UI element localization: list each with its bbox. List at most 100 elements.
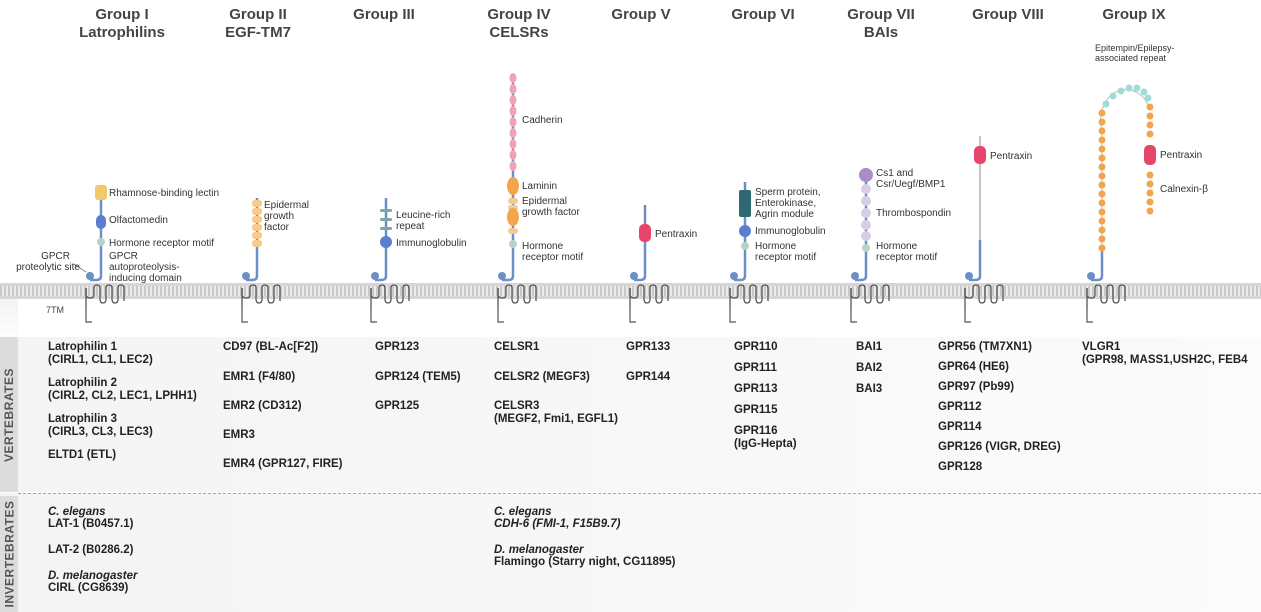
- list-item: (CIRL2, CL2, LEC1, LPHH1): [48, 390, 197, 402]
- invertebrates-section: [0, 493, 1261, 612]
- group-header-9: Group IX: [1102, 6, 1166, 23]
- olfactomedin-domain: [96, 215, 106, 229]
- tm-label: 7TM: [46, 305, 64, 315]
- list-item: EMR1 (F4/80): [223, 371, 296, 383]
- list-item: (IgG-Hepta): [734, 438, 797, 450]
- list-item: CELSR3: [494, 400, 540, 412]
- label-calnexin: Calnexin-β: [1160, 184, 1208, 195]
- group7-receptor: [850, 168, 890, 323]
- group4-receptor: [497, 73, 537, 323]
- list-item: (GPR98, MASS1,USH2C, FEB4: [1082, 354, 1248, 366]
- list-item: BAI1: [856, 341, 883, 353]
- invertebrates-group4: C. elegans CDH-6 (FMI-1, F15B9.7) D. mel…: [494, 506, 675, 568]
- group3-receptor: [370, 198, 410, 323]
- vertebrates-group8: GPR56 (TM7XN1) GPR64 (HE6) GPR97 (Pb99) …: [938, 341, 1061, 482]
- list-item: GPR115: [734, 404, 778, 416]
- list-item: GPR123: [375, 341, 420, 353]
- vertebrates-section: [0, 337, 1261, 492]
- list-item: GPR125: [375, 400, 420, 412]
- label-rhamnose: Rhamnose-binding lectin: [109, 188, 220, 199]
- list-item: GPR97 (Pb99): [938, 381, 1015, 393]
- list-item: CELSR1: [494, 341, 540, 353]
- label-sea: Sperm protein,Enterokinase,Agrin module: [755, 187, 821, 220]
- list-item: LAT-1 (B0457.1): [48, 518, 134, 530]
- group6-receptor: [729, 182, 769, 323]
- list-item: VLGR1: [1082, 341, 1121, 353]
- list-item: (CIRL1, CL1, LEC2): [48, 354, 153, 366]
- list-item: GPR56 (TM7XN1): [938, 341, 1032, 353]
- list-item: CIRL (CG8639): [48, 582, 129, 594]
- list-item: Latrophilin 2: [48, 377, 117, 389]
- group-header-6: Group VI: [731, 6, 795, 23]
- list-item: GPR133: [626, 341, 671, 353]
- list-item: ELTD1 (ETL): [48, 449, 117, 461]
- gpcr-proteolytic-site: [86, 272, 94, 280]
- list-item: LAT-2 (B0286.2): [48, 544, 134, 556]
- rhamnose-lectin-domain: [95, 185, 107, 200]
- list-item: GPR113: [734, 383, 778, 395]
- list-item: EMR4 (GPR127, FIRE): [223, 458, 343, 470]
- label-ig-g3: Immunoglobulin: [396, 238, 467, 249]
- list-item: Latrophilin 1: [48, 341, 117, 353]
- list-item: EMR2 (CD312): [223, 400, 302, 412]
- list-item: GPR112: [938, 401, 982, 413]
- species-name: C. elegans: [494, 506, 552, 518]
- vertebrates-label: VERTEBRATES: [0, 337, 18, 492]
- hormone-receptor-motif: [97, 238, 105, 246]
- list-item: GPR126 (VIGR, DREG): [938, 441, 1061, 453]
- group1-receptor: [73, 185, 125, 323]
- list-item: EMR3: [223, 429, 255, 441]
- group-header-3: Group III: [353, 6, 415, 23]
- vertebrates-group9: VLGR1(GPR98, MASS1,USH2C, FEB4: [1082, 341, 1261, 375]
- label-pentraxin-g9: Pentraxin: [1160, 150, 1203, 161]
- section-divider: [18, 493, 1261, 494]
- list-item: CELSR2 (MEGF3): [494, 371, 590, 383]
- list-item: GPR128: [938, 461, 983, 473]
- cytoplasm-strip: [18, 299, 1261, 337]
- vertebrates-group2: CD97 (BL-Ac[F2]) EMR1 (F4/80) EMR2 (CD31…: [223, 341, 343, 479]
- list-item: GPR144: [626, 371, 671, 383]
- label-pentraxin-g5: Pentraxin: [655, 229, 698, 240]
- group9-receptor: [1086, 84, 1156, 323]
- list-item: GPR111: [734, 362, 777, 374]
- label-epitempin: Epitempin/Epilepsy-associated repeat: [1095, 43, 1175, 63]
- list-item: BAI2: [856, 362, 883, 374]
- vertebrates-group5: GPR133 GPR144: [626, 341, 670, 392]
- group8-receptor: [964, 136, 1004, 323]
- label-laminin: Laminin: [522, 181, 558, 192]
- label-olfactomedin: Olfactomedin: [109, 215, 168, 226]
- receptor-diagram: [73, 73, 1156, 323]
- list-item: BAI3: [856, 383, 883, 395]
- vertebrates-group7: BAI1 BAI2 BAI3: [856, 341, 882, 404]
- list-item: CD97 (BL-Ac[F2]): [223, 341, 319, 353]
- list-item: GPR116: [734, 425, 778, 437]
- list-item: GPR114: [938, 421, 982, 433]
- list-item: (MEGF2, Fmi1, EGFL1): [494, 413, 618, 425]
- group-header-5: Group V: [611, 6, 671, 23]
- vertebrates-group6: GPR110 GPR111 GPR113 GPR115 GPR116(IgG-H…: [734, 341, 797, 459]
- list-item: GPR64 (HE6): [938, 361, 1009, 373]
- label-thrombospondin: Thrombospondin: [876, 208, 952, 219]
- label-pentraxin-g8: Pentraxin: [990, 151, 1033, 162]
- species-name: D. melanogaster: [48, 570, 138, 582]
- species-name: D. melanogaster: [494, 544, 584, 556]
- invertebrates-group1: C. elegans LAT-1 (B0457.1) LAT-2 (B0286.…: [48, 506, 137, 594]
- list-item: GPR110: [734, 341, 778, 353]
- label-ig-g6: Immunoglobulin: [755, 226, 826, 237]
- vertebrates-group3: GPR123 GPR124 (TEM5) GPR125: [375, 341, 461, 421]
- list-item: GPR124 (TEM5): [375, 371, 461, 383]
- list-item: Latrophilin 3: [48, 413, 117, 425]
